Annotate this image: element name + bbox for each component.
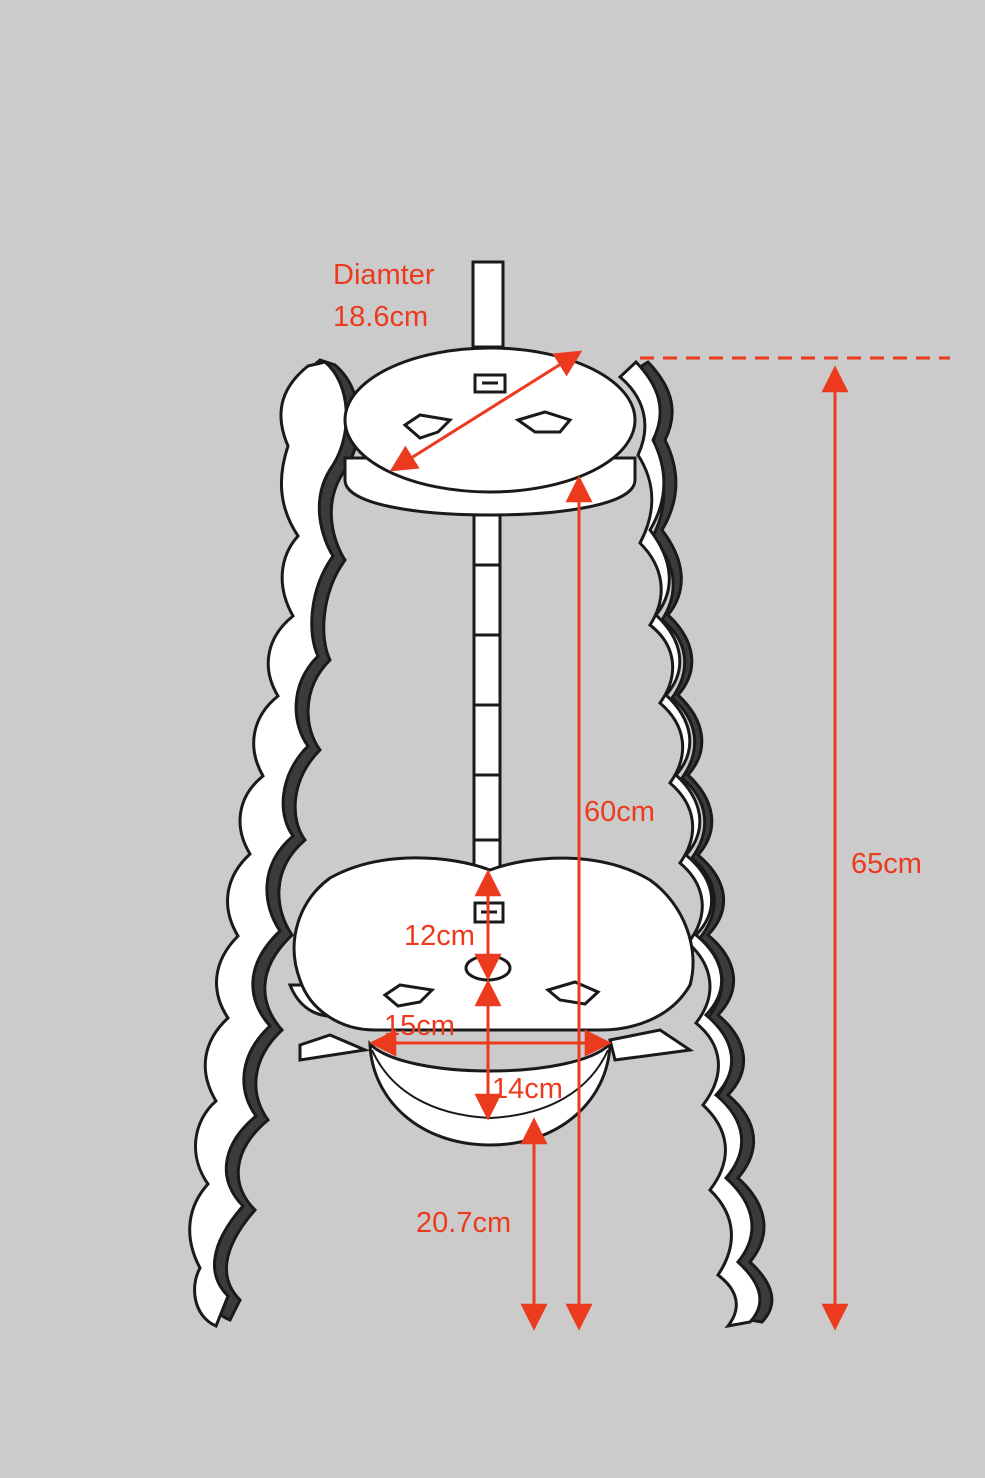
diameter-label-line1: Diamter: [333, 259, 435, 291]
shelf-gap-label: 12cm: [404, 920, 475, 952]
dimension-lines: [369, 350, 950, 1331]
tray-depth-label: 14cm: [492, 1073, 563, 1105]
diameter-label-line2: 18.6cm: [333, 301, 429, 333]
top-disc: [343, 346, 637, 517]
cross-braces: [298, 1028, 695, 1062]
tray-to-floor-label: 20.7cm: [416, 1207, 512, 1239]
left-leg: [188, 358, 361, 1328]
total-height-label: 65cm: [851, 848, 922, 880]
tray-width-label: 15cm: [384, 1010, 455, 1042]
middle-shelf: [287, 856, 695, 1032]
lower-tray: [368, 1040, 612, 1147]
upper-shelf-height-label: 60cm: [584, 796, 655, 828]
diameter-arrow: [389, 350, 583, 472]
right-leg: [617, 359, 774, 1329]
